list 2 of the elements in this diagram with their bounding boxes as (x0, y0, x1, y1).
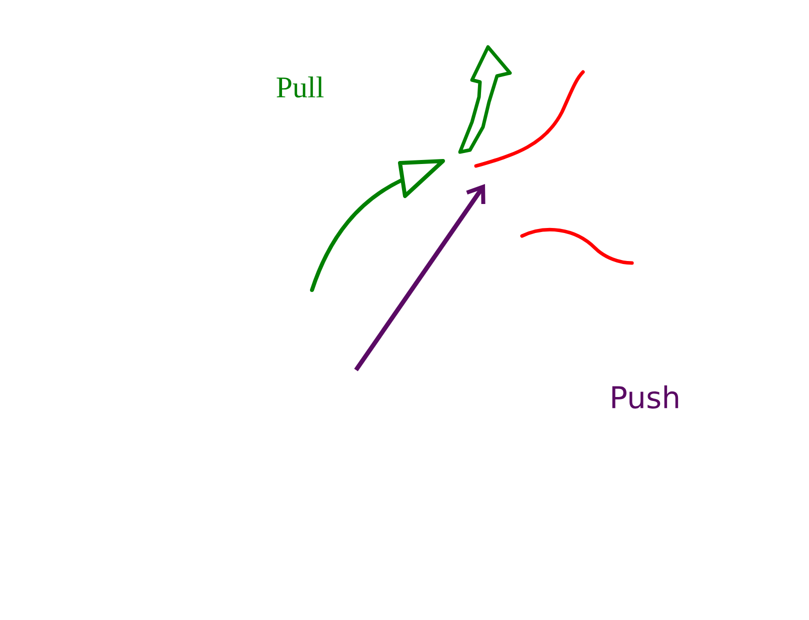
pull-label: Pull (276, 76, 324, 98)
push-label: Push (612, 385, 678, 409)
